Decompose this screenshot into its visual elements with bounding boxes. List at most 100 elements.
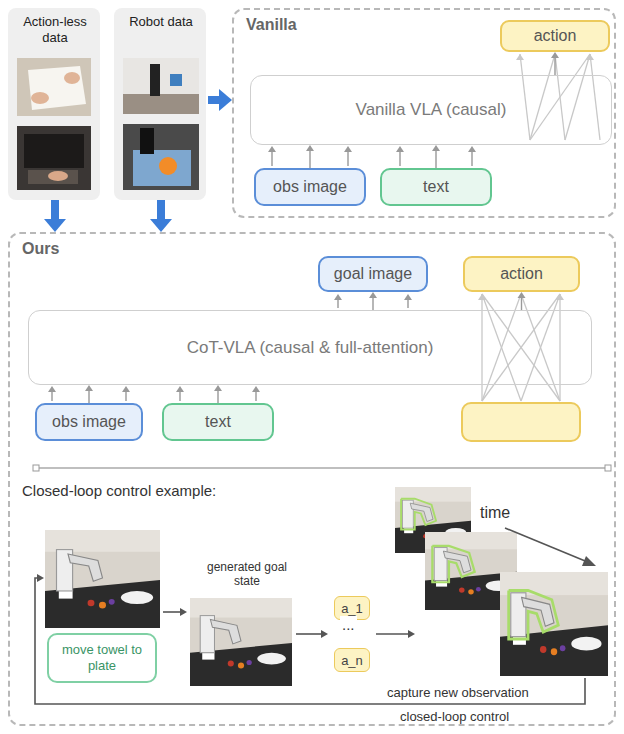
arrowhead (432, 145, 440, 151)
causal-arrowheads (586, 54, 594, 60)
loop-label: capture new observation (385, 685, 531, 700)
arrowhead (518, 292, 526, 298)
scene-photo (190, 598, 292, 686)
scene-photo (500, 572, 608, 676)
input-arrows (125, 391, 126, 401)
action-box: action (463, 256, 580, 292)
data-source-fill (8, 8, 206, 200)
full-attention-arrowheads (478, 294, 486, 300)
node-text: CoT-VLA (causal & full-attention) (187, 338, 434, 358)
input-arrows (51, 391, 52, 401)
node-text: obs image (273, 178, 347, 196)
data-photo (17, 126, 91, 190)
input-arrows (471, 151, 472, 166)
image-input-box: obs image (35, 403, 143, 441)
connector-line (372, 297, 373, 310)
step-label: generated goal state (203, 560, 291, 588)
action-query-box (462, 403, 580, 441)
input-arrows (271, 151, 272, 166)
data-source-box: Action-less data (8, 8, 102, 200)
data-source-box: Robot data (114, 8, 208, 200)
input-arrow (551, 52, 559, 75)
data-photo (159, 157, 177, 175)
data-flow-arrow (150, 200, 172, 232)
arrowhead (369, 292, 377, 298)
connector-line (51, 200, 59, 222)
flow-arrows (163, 611, 181, 613)
causal-attention-lines (530, 54, 555, 140)
section-divider (605, 465, 611, 471)
data-photo (28, 66, 86, 110)
scene-photo (45, 530, 160, 628)
input-arrows (347, 151, 348, 166)
causal-attention-lines (520, 54, 600, 140)
data-flow-arrow (208, 89, 232, 111)
causal-arrowheads (516, 54, 524, 60)
input-arrows (399, 151, 400, 166)
input-arrows (176, 386, 184, 392)
input-arrows (468, 146, 476, 152)
data-photo (133, 150, 191, 186)
data-flow-arrow (44, 200, 66, 232)
node-text: Vanilla VLA (causal) (356, 100, 507, 120)
arrowhead (219, 89, 232, 111)
ellipsis: ... (340, 616, 357, 633)
arrowhead (150, 219, 172, 232)
flow-arrows (376, 633, 409, 635)
input-arrow (214, 385, 222, 403)
arrowhead (44, 219, 66, 232)
node-text: action (500, 265, 543, 283)
input-arrows (255, 391, 256, 401)
closed-loop-line (35, 574, 585, 704)
connector-line (435, 150, 436, 168)
arrowhead (306, 145, 314, 151)
flow-arrows (180, 608, 187, 616)
data-photo (123, 58, 199, 114)
input-arrow (369, 292, 377, 310)
data-photo (28, 170, 78, 184)
input-arrows (179, 391, 180, 401)
input-arrows (407, 299, 408, 308)
flow-arrows (321, 630, 328, 638)
input-arrow (432, 145, 440, 168)
flow-arrows (296, 633, 322, 635)
connector-line (309, 150, 310, 168)
connector-line (88, 390, 89, 403)
instruction-box: move towel to plate (47, 633, 157, 683)
loop-label: closed-loop control (398, 709, 511, 724)
text-input-box: text (380, 168, 492, 206)
closed-loop-line (35, 578, 585, 704)
image-input-box: obs image (254, 168, 366, 206)
node-text: goal image (334, 265, 412, 283)
flow-arrows (505, 528, 590, 563)
causal-attention-lines (555, 54, 565, 140)
data-source-fill (114, 8, 206, 200)
model-box: CoT-VLA (causal & full-attention) (28, 310, 592, 385)
node-text: move towel to plate (55, 642, 149, 674)
arrowhead (214, 385, 222, 391)
input-arrows (122, 386, 130, 392)
flow-arrows (163, 528, 596, 638)
arrowhead (85, 385, 93, 391)
input-arrow (85, 385, 93, 403)
data-photo (31, 92, 49, 104)
time-label: time (478, 504, 512, 522)
text-input-box: text (162, 403, 274, 441)
input-arrows (48, 386, 56, 392)
node-text: a_1 (341, 601, 363, 616)
node-text: text (205, 413, 231, 431)
node-text: Robot data (120, 14, 202, 30)
action-box: action (500, 20, 610, 52)
data-photo (17, 58, 91, 116)
section-divider (38, 467, 606, 469)
input-arrows (344, 146, 352, 152)
scene-photo (45, 487, 608, 686)
data-photo (140, 128, 154, 154)
method-panel: Ours goal image actionCoT-VLA (causal & fu… (8, 232, 616, 726)
node-text: Ours (22, 240, 59, 258)
node-text: a_n (341, 653, 363, 668)
section-divider (33, 465, 39, 471)
